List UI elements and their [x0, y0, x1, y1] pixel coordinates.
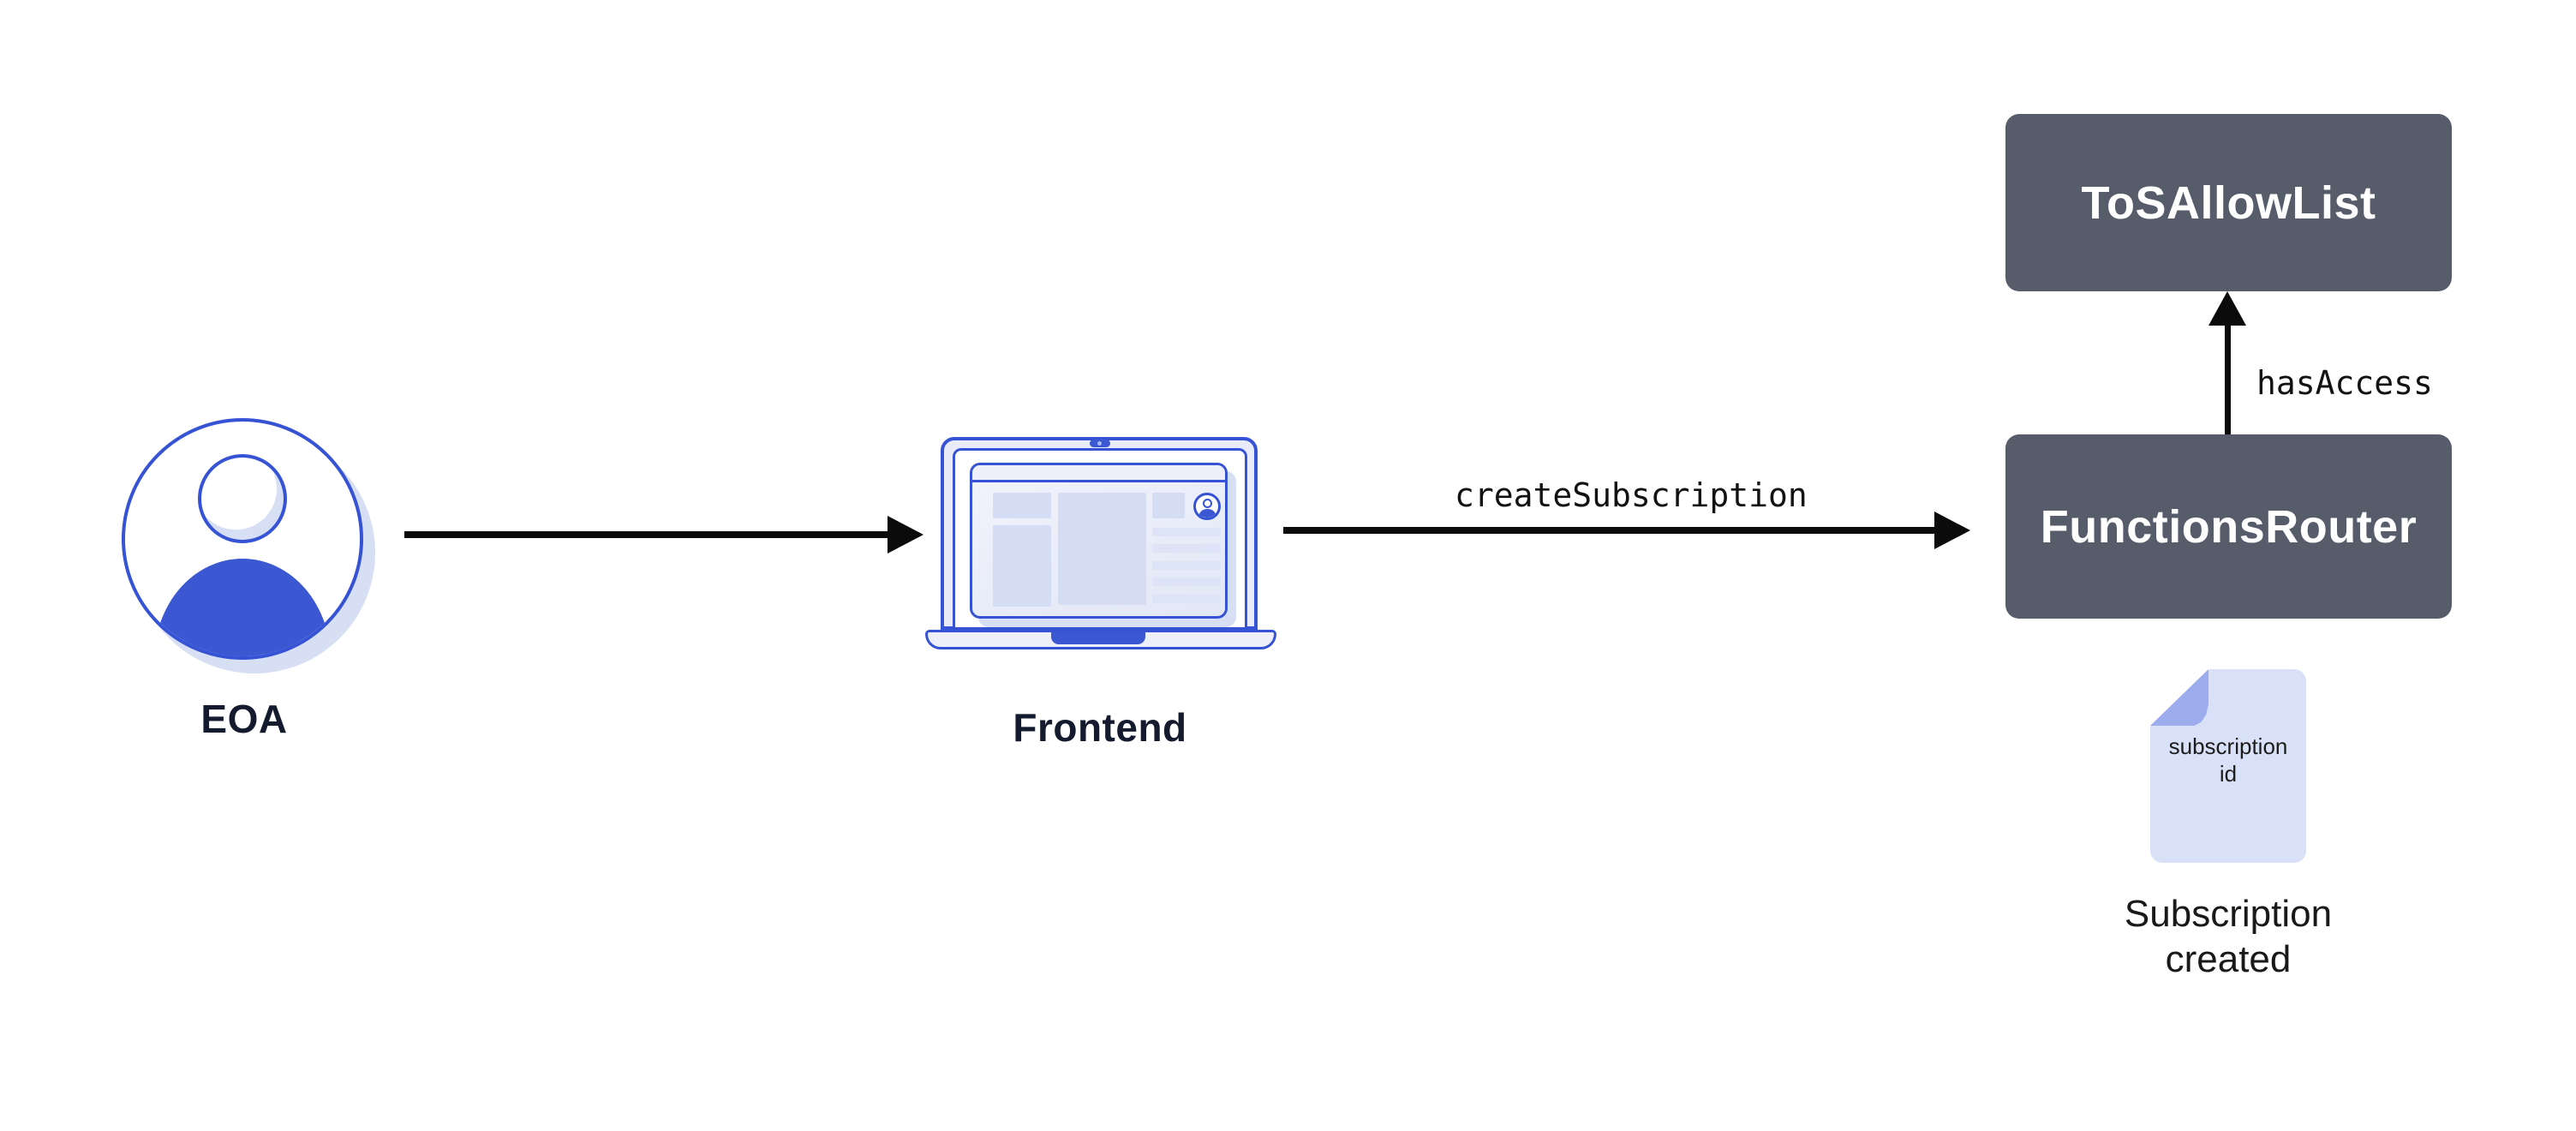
arrowhead — [888, 516, 923, 554]
arrow-line — [404, 531, 888, 538]
laptop-notch — [1051, 631, 1145, 644]
browser-header — [972, 465, 1225, 482]
edge-label-hasaccess: hasAccess — [2256, 364, 2433, 402]
functionsrouter-label: FunctionsRouter — [2040, 500, 2418, 553]
content-line — [1152, 561, 1221, 570]
content-line — [1152, 544, 1221, 553]
arrowhead — [1934, 512, 1970, 549]
content-line — [1152, 577, 1221, 586]
avatar-head — [198, 454, 287, 543]
content-block — [993, 525, 1051, 607]
document-text: subscription id — [2150, 733, 2306, 787]
eoa-label: EOA — [200, 697, 288, 741]
laptop-camera-icon — [1090, 440, 1110, 447]
browser-window — [970, 463, 1228, 619]
arrowhead — [2208, 291, 2246, 326]
avatar-shoulders — [154, 559, 331, 656]
content-block — [1152, 493, 1185, 518]
arrow-line — [1283, 527, 1934, 534]
tosallowlist-label: ToSAllowList — [2081, 177, 2376, 229]
caption-line: created — [2165, 938, 2292, 980]
node-functionsrouter: FunctionsRouter — [2005, 434, 2452, 619]
content-block — [993, 493, 1051, 518]
document-icon: subscription id — [2150, 669, 2306, 863]
document-text-line: id — [2219, 761, 2238, 787]
node-tosallowlist: ToSAllowList — [2005, 114, 2452, 291]
user-avatar-icon — [122, 418, 375, 673]
arrow-line — [2225, 319, 2231, 434]
content-block — [1058, 493, 1146, 605]
content-line — [1152, 528, 1221, 536]
mini-user-avatar-icon — [1193, 493, 1221, 520]
content-line — [1152, 595, 1221, 603]
document-text-line: subscription — [2168, 733, 2288, 759]
avatar-circle — [122, 418, 363, 660]
subscription-created-caption: Subscription created — [2074, 891, 2382, 982]
edge-label-createsubscription: createSubscription — [1455, 476, 1808, 514]
frontend-label: Frontend — [1013, 705, 1187, 750]
caption-line: Subscription — [2124, 893, 2333, 935]
